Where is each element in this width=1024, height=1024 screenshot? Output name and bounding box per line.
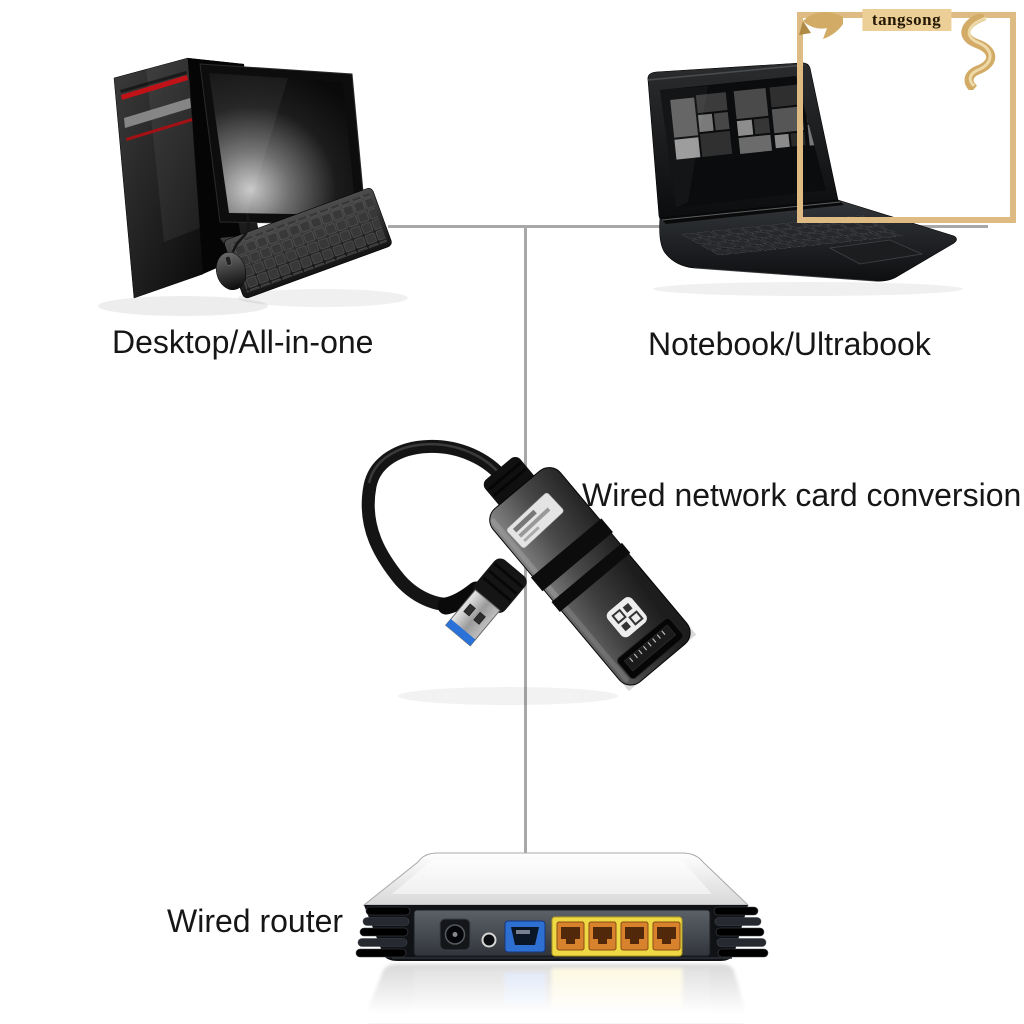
laptop-keyboard — [680, 214, 904, 256]
adapter-sticker — [506, 492, 564, 549]
usb3-blue-tongue — [445, 619, 476, 646]
adapter-label: Wired network card conversion — [582, 477, 1022, 513]
power-jack — [439, 918, 471, 951]
watermark-frame: tangsong — [797, 9, 1016, 223]
lan-ports — [551, 916, 683, 957]
optical-drive — [124, 98, 191, 128]
router-rear-photo — [352, 852, 772, 1024]
router-label: Wired router — [167, 903, 344, 939]
desktop-pc-photo — [98, 57, 408, 316]
wan-port — [504, 920, 546, 953]
tower-shadow — [98, 296, 268, 316]
adapter-body — [483, 457, 697, 692]
rj45-jack — [620, 921, 649, 951]
reset-button — [481, 932, 497, 948]
usb-ethernet-adapter-image — [348, 424, 698, 714]
rj45-port — [617, 617, 684, 679]
laptop-shadow — [653, 282, 963, 296]
desktop-computer-image — [88, 42, 418, 322]
watermark-label: tangsong — [861, 9, 952, 31]
rj45-jack — [588, 921, 617, 951]
router-top-sheen — [392, 860, 712, 894]
left-vent-ribs — [355, 906, 411, 958]
logo-badge — [606, 597, 647, 638]
notebook-label: Notebook/Ultrabook — [648, 326, 931, 362]
tower-red-stripe — [121, 75, 188, 100]
body-stripe — [530, 518, 613, 592]
body-stripe — [551, 542, 631, 612]
usb-plug-icon — [445, 558, 527, 647]
ribbon-icon — [799, 12, 843, 40]
right-vent-ribs — [713, 906, 769, 958]
keyboard-shadow — [238, 289, 408, 307]
adapter-shadow — [398, 687, 618, 705]
desktop-label: Desktop/All-in-one — [112, 324, 374, 360]
reflection-fade — [352, 960, 772, 1023]
ribbon-icon — [961, 14, 996, 90]
rj45-jack — [652, 921, 681, 951]
usb-ethernet-adapter-photo — [361, 439, 697, 705]
start-screen-tiles — [660, 81, 826, 208]
wired-router-image — [352, 848, 772, 1024]
touchpad — [828, 239, 924, 265]
laptop-lid — [647, 62, 839, 223]
rj45-jack — [556, 921, 585, 951]
mouse-icon — [215, 213, 250, 291]
